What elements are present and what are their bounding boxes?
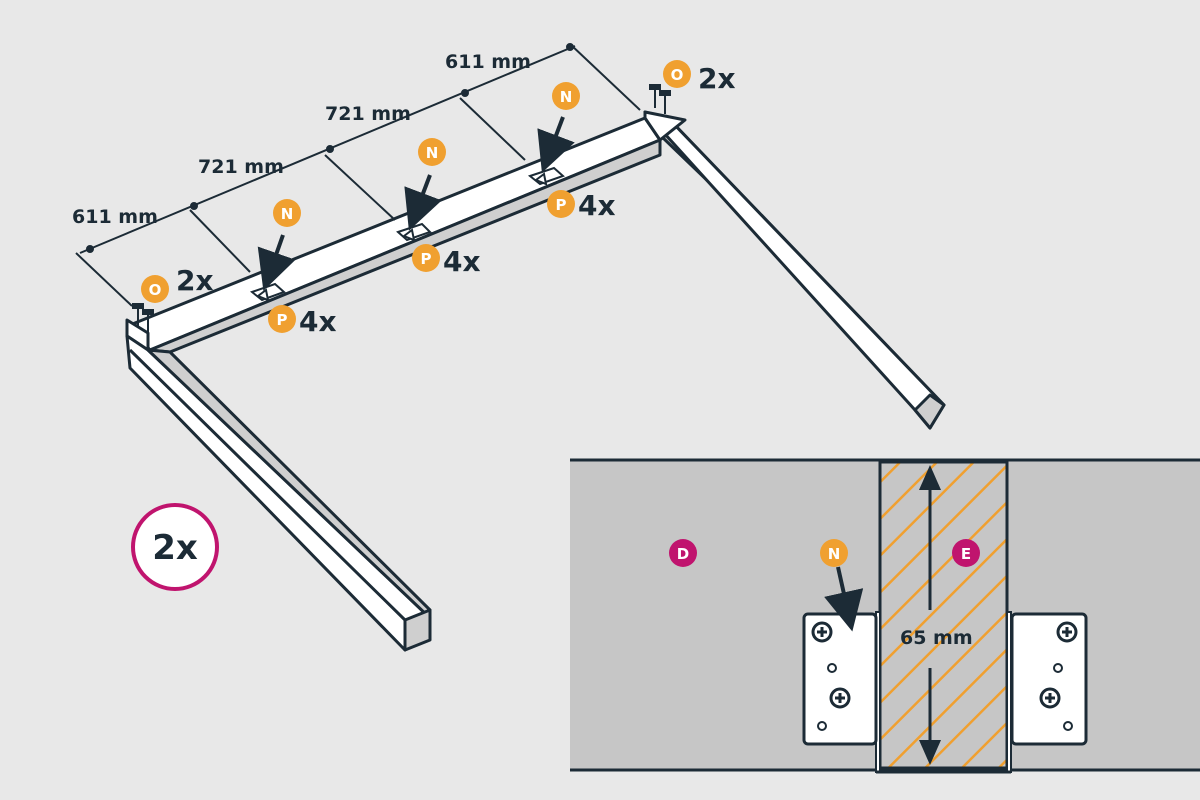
dimension-label-3: 721 mm [325,103,411,125]
quantity-p3: 4x [578,189,616,222]
right-leg [643,110,946,430]
detail-view: 65 mm D N E [570,458,1200,774]
svg-text:N: N [426,144,439,162]
svg-text:P: P [277,311,288,329]
badge-n2: N [418,138,446,166]
svg-text:P: P [421,250,432,268]
quantity-p1: 4x [299,305,337,338]
screws-left [132,303,154,332]
badge-p3: P [547,190,575,218]
arrow-down-icon [919,740,941,765]
left-leg [125,318,432,652]
bracket-plate-left [802,612,878,746]
badge-d: D [669,539,697,567]
bracket-plate-right [1010,612,1088,746]
badge-p2: P [412,244,440,272]
quantity-p2: 4x [443,245,481,278]
svg-text:2x: 2x [152,528,198,568]
badge-o-left: O [141,275,169,303]
dimension-label-4: 611 mm [445,51,531,73]
arrows-n [257,116,575,291]
detail-arrow-n [824,566,864,632]
svg-text:O: O [149,281,162,299]
dimension-label-2: 721 mm [198,156,284,178]
quantity-o-left: 2x [176,264,214,297]
svg-text:O: O [671,66,684,84]
svg-text:N: N [560,88,573,106]
dimension-label-1: 611 mm [72,206,158,228]
svg-text:E: E [961,545,971,563]
leg-section-e [878,460,1009,770]
badge-e: E [952,539,980,567]
dimension-lines [75,43,641,307]
screws-right [649,84,671,114]
svg-text:N: N [281,205,294,223]
svg-text:N: N [828,545,841,563]
badge-o-right: O [663,60,691,88]
badge-p1: P [268,305,296,333]
arrow-up-icon [919,465,941,490]
detail-dimension-label: 65 mm [900,627,973,649]
svg-text:D: D [677,545,689,563]
badge-n1: N [273,199,301,227]
quantity-o-right: 2x [698,62,736,95]
assembly-quantity: 2x [131,503,219,591]
badge-n-detail: N [820,539,848,567]
frame-assembly [125,84,946,652]
badge-n3: N [552,82,580,110]
svg-text:P: P [556,196,567,214]
